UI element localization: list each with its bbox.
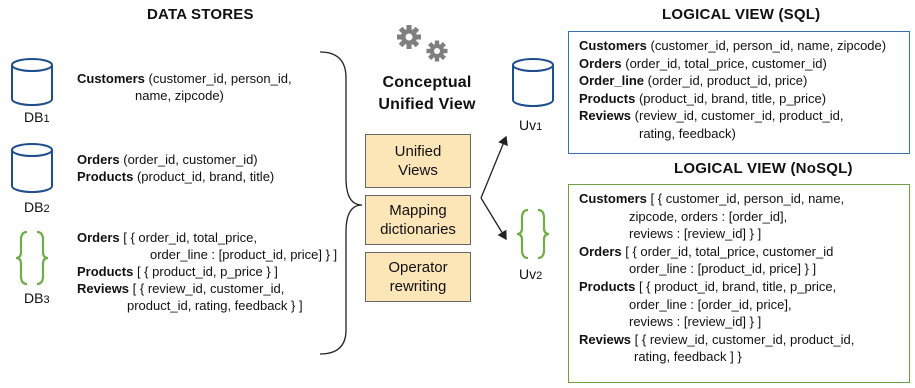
json-braces-icon <box>516 208 550 260</box>
database-cylinder-icon <box>11 58 53 106</box>
nosql-schema: Customers [ { customer_id, person_id, na… <box>579 191 855 365</box>
conceptual-unified-view-title: Conceptual Unified View <box>362 72 492 116</box>
database-cylinder-icon <box>11 143 53 193</box>
gears-icon <box>397 25 448 62</box>
logical-view-nosql-header: LOGICAL VIEW (NoSQL) <box>674 160 853 177</box>
db2-label: DB2 <box>24 199 50 215</box>
conceptual-title-line2: Unified View <box>378 96 476 113</box>
nosql-logical-view-panel <box>568 184 910 383</box>
db3-schema: Orders [ { order_id, total_price, order_… <box>77 230 338 313</box>
db2-schema: Orders (order_id, customer_id) Products … <box>77 152 275 184</box>
logical-view-sql-header: LOGICAL VIEW (SQL) <box>662 6 821 23</box>
db1-schema: Customers (customer_id, person_id, name,… <box>77 71 292 103</box>
database-cylinder-icon <box>512 58 554 107</box>
conceptual-title-line1: Conceptual <box>382 74 472 91</box>
curly-brace-icon <box>319 51 363 355</box>
uv2-label: Uv2 <box>519 266 543 282</box>
sql-logical-view-panel <box>568 31 910 154</box>
arrow-icon <box>480 197 507 241</box>
json-braces-icon <box>15 230 49 286</box>
db1-label: DB1 <box>24 109 50 125</box>
arrow-icon <box>480 135 508 199</box>
uv1-label: Uv1 <box>519 117 543 133</box>
db3-label: DB3 <box>24 290 50 306</box>
sql-schema: Customers (customer_id, person_id, name,… <box>579 38 887 141</box>
data-stores-header: DATA STORES <box>147 6 254 23</box>
